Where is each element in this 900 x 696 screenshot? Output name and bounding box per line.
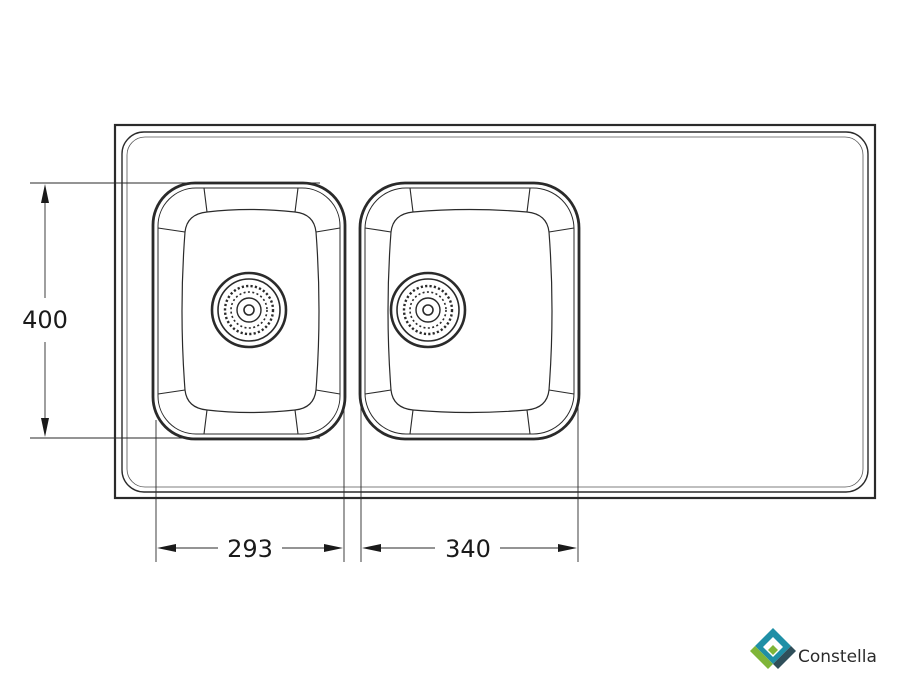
- right-bowl-corner-lines: [364, 187, 575, 435]
- height-label: 400: [22, 306, 68, 334]
- right-bowl-outer: [358, 181, 581, 441]
- sink-frame: [113, 123, 877, 500]
- left-bowl-width-label: 293: [227, 535, 273, 563]
- constella-logo-icon: [750, 628, 796, 669]
- right-bowl-lip: [364, 187, 575, 435]
- left-bowl-floor: [181, 208, 320, 414]
- height-arrow-bottom: [41, 418, 49, 437]
- height-arrow-top: [41, 184, 49, 203]
- height-dimension: 400: [22, 182, 320, 439]
- left-width-arrow-right: [324, 544, 343, 552]
- width-dimensions: 293 340: [155, 330, 579, 563]
- constella-logo: Constella: [750, 628, 877, 669]
- right-bowl-floor: [387, 208, 553, 414]
- right-width-arrow-right: [558, 544, 577, 552]
- sink-drainer-edge: [126, 136, 864, 488]
- right-bowl: [358, 181, 581, 441]
- right-drain-icon: [389, 271, 467, 349]
- sink-inner-rim: [121, 131, 869, 493]
- left-bowl: [151, 181, 347, 441]
- left-bowl-lip: [157, 187, 341, 435]
- constella-logo-text: Constella: [798, 647, 877, 667]
- right-width-arrow-left: [362, 544, 381, 552]
- left-drain-icon: [210, 271, 288, 349]
- sink-outer-edge: [113, 123, 877, 500]
- left-bowl-corner-lines: [157, 187, 341, 435]
- left-width-arrow-left: [157, 544, 176, 552]
- right-bowl-width-label: 340: [445, 535, 491, 563]
